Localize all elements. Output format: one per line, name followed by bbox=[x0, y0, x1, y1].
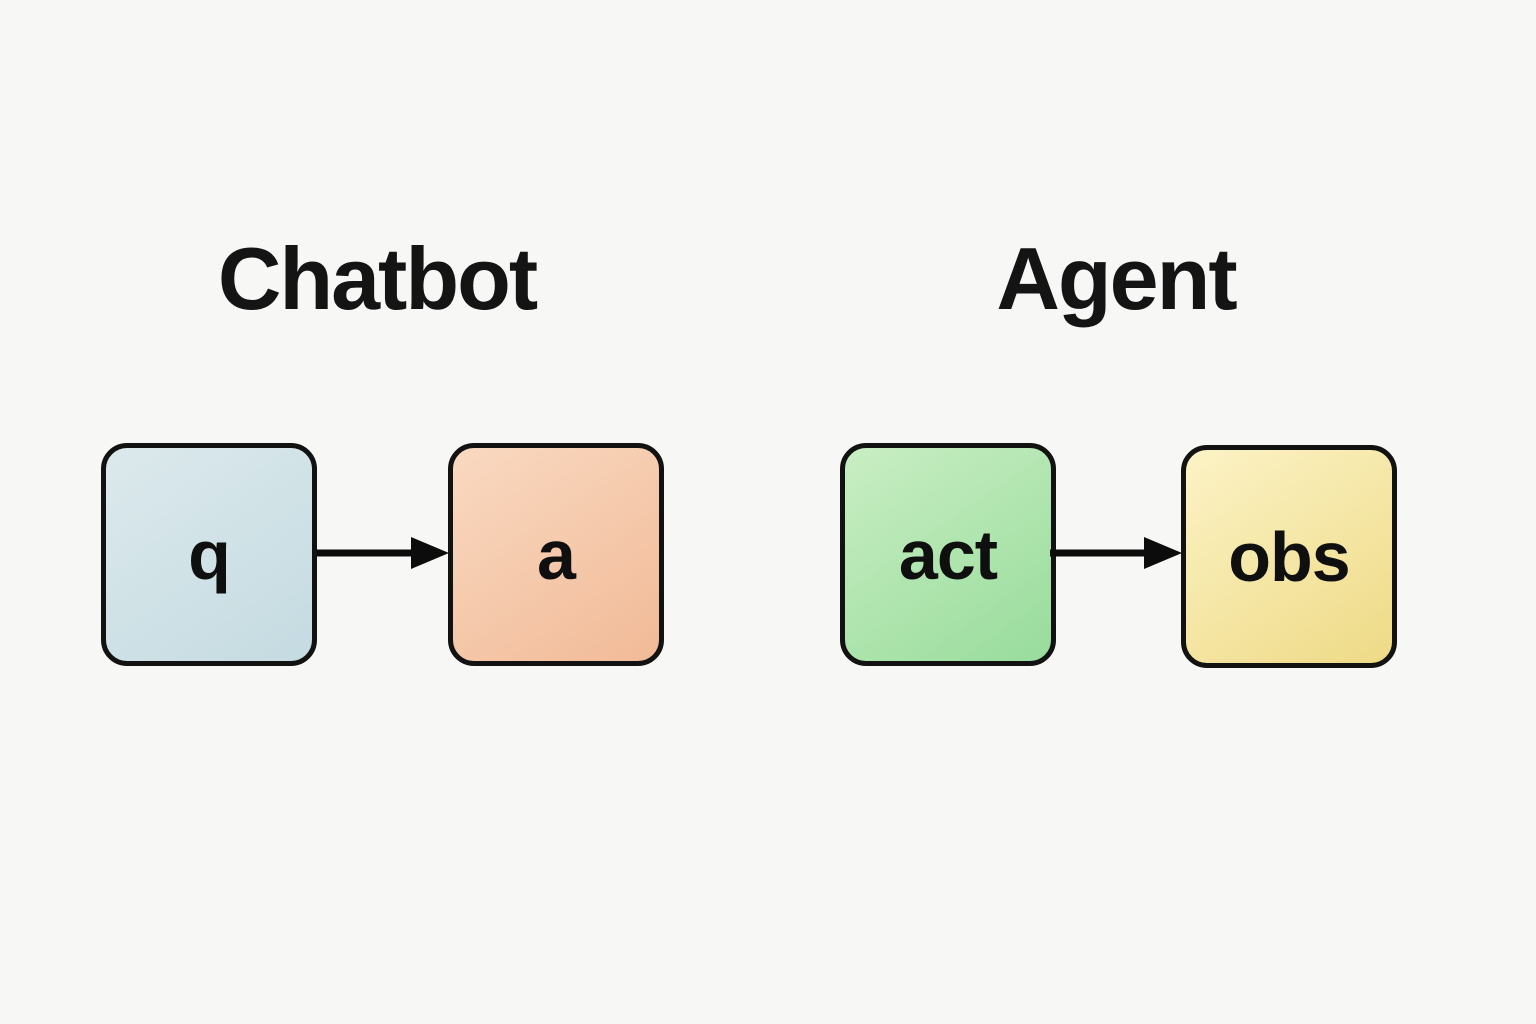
arrow-act-to-obs-icon bbox=[1050, 531, 1182, 575]
node-a-label: a bbox=[537, 515, 576, 594]
node-obs: obs bbox=[1181, 445, 1397, 668]
arrow-q-to-a-icon bbox=[317, 531, 449, 575]
node-q-label: q bbox=[188, 515, 231, 594]
node-a: a bbox=[448, 443, 664, 666]
node-act: act bbox=[840, 443, 1056, 666]
node-act-label: act bbox=[898, 515, 998, 594]
node-obs-label: obs bbox=[1228, 517, 1350, 596]
chatbot-section-title: Chatbot bbox=[217, 229, 538, 328]
node-q: q bbox=[101, 443, 317, 666]
agent-section-title: Agent bbox=[996, 229, 1237, 328]
